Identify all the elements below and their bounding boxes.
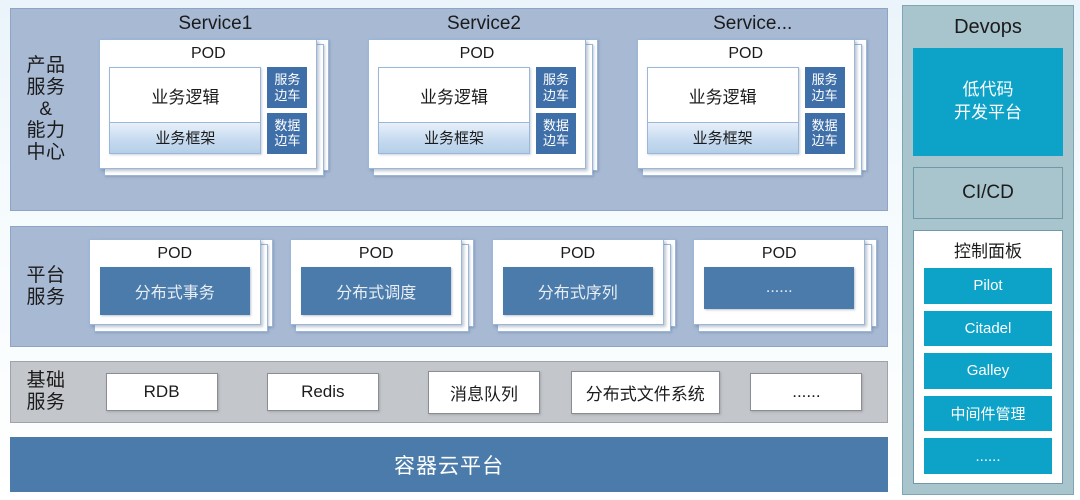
devops-title: Devops — [954, 16, 1022, 38]
row-label-line: 平台 — [26, 264, 66, 286]
service-title: Service2 — [447, 13, 521, 34]
data-sidecar-box[interactable]: 数据边车 — [267, 113, 308, 154]
business-logic-box: 业务逻辑 — [151, 87, 220, 107]
platform-service-box: 分布式序列 — [502, 266, 653, 315]
control-panel-title: 控制面板 — [954, 241, 1022, 261]
platform-pod-column-2: POD 分布式调度 — [283, 238, 485, 335]
pod-card[interactable]: POD 业务逻辑 业务框架 服务边车 数据边车 — [368, 39, 586, 169]
platform-pod-column-3: POD 分布式序列 — [484, 238, 686, 335]
service-column-3: Service... POD 业务逻辑 业务框架 服务边车 — [618, 9, 887, 210]
pod-title: POD — [728, 45, 763, 62]
business-framework-box: 业务框架 — [379, 122, 529, 153]
sidecar-group: 服务边车 数据边车 — [267, 67, 308, 154]
service-title: Service... — [713, 13, 793, 34]
pod-stack: POD 业务逻辑 业务框架 服务边车 数据边车 — [99, 39, 331, 179]
control-item-more[interactable]: ...... — [924, 438, 1052, 474]
pod-stack: POD 分布式调度 — [290, 238, 476, 335]
business-framework-box: 业务框架 — [647, 122, 798, 153]
data-sidecar-box[interactable]: 数据边车 — [804, 113, 845, 154]
row-label-line: 服务 — [26, 76, 66, 98]
pod-title: POD — [190, 45, 226, 62]
row-product-services: 产品 服务 & 能力 中心 Service1 POD 业务逻辑 — [10, 8, 888, 211]
platform-pod-column-1: POD 分布式事务 — [81, 238, 283, 335]
pod-body: 业务逻辑 业务框架 服务边车 数据边车 — [100, 67, 316, 163]
platform-service-box: 分布式调度 — [301, 266, 452, 315]
row-label-line: 能力 — [26, 120, 66, 142]
sidecar-group: 服务边车 数据边车 — [536, 67, 576, 154]
pod-main: 业务逻辑 业务框架 — [109, 67, 262, 154]
data-sidecar-box[interactable]: 数据边车 — [536, 113, 576, 154]
row-label-line: 服务 — [26, 286, 66, 308]
pod-title: POD — [459, 45, 495, 62]
row-label-line: 产品 — [26, 54, 66, 76]
pod-title: POD — [358, 244, 394, 262]
sidecar-group: 服务边车 数据边车 — [804, 67, 845, 154]
pod-card[interactable]: POD 业务逻辑 业务框架 服务边车 数据边车 — [99, 39, 318, 169]
business-logic-box: 业务逻辑 — [420, 87, 488, 107]
pod-title: POD — [560, 244, 596, 262]
row-label-line: 中心 — [26, 142, 66, 164]
service-title: Service1 — [178, 13, 253, 34]
row-label-platform: 平台 服务 — [11, 265, 81, 309]
pod-body: 业务逻辑 业务框架 服务边车 数据边车 — [638, 67, 854, 163]
pod-main: 业务逻辑 业务框架 — [646, 67, 799, 154]
infra-column-5: ...... — [726, 373, 887, 411]
pod-stack: POD 业务逻辑 业务框架 服务边车 数据边车 — [636, 39, 869, 179]
lowcode-line-2: 开发平台 — [954, 102, 1022, 122]
pod-card[interactable]: POD 业务逻辑 业务框架 服务边车 数据边车 — [636, 39, 855, 169]
pod-stack: POD 业务逻辑 业务框架 服务边车 数据边车 — [368, 39, 600, 179]
infra-column-1: RDB — [81, 373, 242, 411]
pod-title: POD — [761, 244, 797, 262]
control-item-pilot[interactable]: Pilot — [924, 267, 1052, 304]
cicd-box[interactable]: CI/CD — [913, 166, 1063, 219]
infra-item-redis[interactable]: Redis — [266, 373, 379, 411]
platform-pods-container: POD 分布式事务 POD 分布式调度 — [81, 227, 887, 346]
service-column-2: Service2 POD 业务逻辑 业务框架 服务边车 — [350, 9, 619, 210]
infra-items-container: RDB Redis 消息队列 分布式文件系统 ...... — [81, 362, 887, 422]
row-platform-services: 平台 服务 POD 分布式事务 POD — [10, 226, 888, 347]
row-label-line: 服务 — [26, 392, 66, 413]
lowcode-platform-box[interactable]: 低代码 开发平台 — [913, 48, 1063, 156]
service-sidecar-box[interactable]: 服务边车 — [804, 67, 845, 108]
pod-card[interactable]: POD 分布式序列 — [491, 238, 664, 325]
row-label-product: 产品 服务 & 能力 中心 — [11, 55, 81, 164]
control-panel: 控制面板 Pilot Citadel Galley 中间件管理 ...... — [913, 229, 1063, 484]
pod-title: POD — [157, 244, 193, 262]
service-sidecar-box[interactable]: 服务边车 — [536, 67, 576, 108]
pod-body: 业务逻辑 业务框架 服务边车 数据边车 — [369, 67, 585, 163]
row-label-line: & — [39, 98, 53, 120]
pod-stack: POD ...... — [693, 238, 879, 335]
infra-item-distributed-filesystem[interactable]: 分布式文件系统 — [570, 370, 720, 414]
business-logic-box: 业务逻辑 — [688, 87, 757, 107]
pod-card[interactable]: POD ...... — [693, 238, 866, 325]
row-label-line: 基础 — [26, 370, 66, 392]
infra-item-rdb[interactable]: RDB — [105, 373, 218, 411]
pod-stack: POD 分布式序列 — [491, 238, 678, 335]
control-item-galley[interactable]: Galley — [924, 353, 1052, 389]
infra-item-more[interactable]: ...... — [750, 373, 863, 411]
platform-service-box: ...... — [704, 266, 855, 309]
infra-item-message-queue[interactable]: 消息队列 — [428, 370, 540, 414]
pod-card[interactable]: POD 分布式事务 — [88, 238, 261, 325]
devops-panel: Devops 低代码 开发平台 CI/CD 控制面板 Pilot Citadel… — [902, 5, 1074, 495]
platform-service-box: 分布式事务 — [99, 266, 250, 315]
container-cloud-platform-bar[interactable]: 容器云平台 — [10, 437, 888, 492]
control-item-citadel[interactable]: Citadel — [924, 310, 1052, 347]
row-infra-services: 基础 服务 RDB Redis 消息队列 分布式文件系统 ...... — [10, 361, 888, 423]
platform-pod-column-4: POD ...... — [686, 238, 888, 335]
lowcode-line-1: 低代码 — [962, 80, 1014, 99]
business-framework-box: 业务框架 — [110, 122, 261, 153]
service-column-1: Service1 POD 业务逻辑 业务框架 服务边车 — [81, 9, 350, 210]
infra-column-3: 消息队列 — [403, 370, 564, 414]
control-item-middleware-management[interactable]: 中间件管理 — [924, 395, 1052, 432]
pod-card[interactable]: POD 分布式调度 — [290, 238, 463, 325]
infra-column-2: Redis — [242, 373, 403, 411]
control-panel-list: Pilot Citadel Galley 中间件管理 ...... — [924, 267, 1052, 474]
infra-column-4: 分布式文件系统 — [565, 370, 726, 414]
service-sidecar-box[interactable]: 服务边车 — [267, 67, 308, 108]
services-container: Service1 POD 业务逻辑 业务框架 服务边车 — [81, 9, 887, 210]
pod-stack: POD 分布式事务 — [88, 238, 275, 335]
row-label-infra: 基础 服务 — [11, 370, 81, 414]
pod-main: 业务逻辑 业务框架 — [378, 67, 530, 154]
